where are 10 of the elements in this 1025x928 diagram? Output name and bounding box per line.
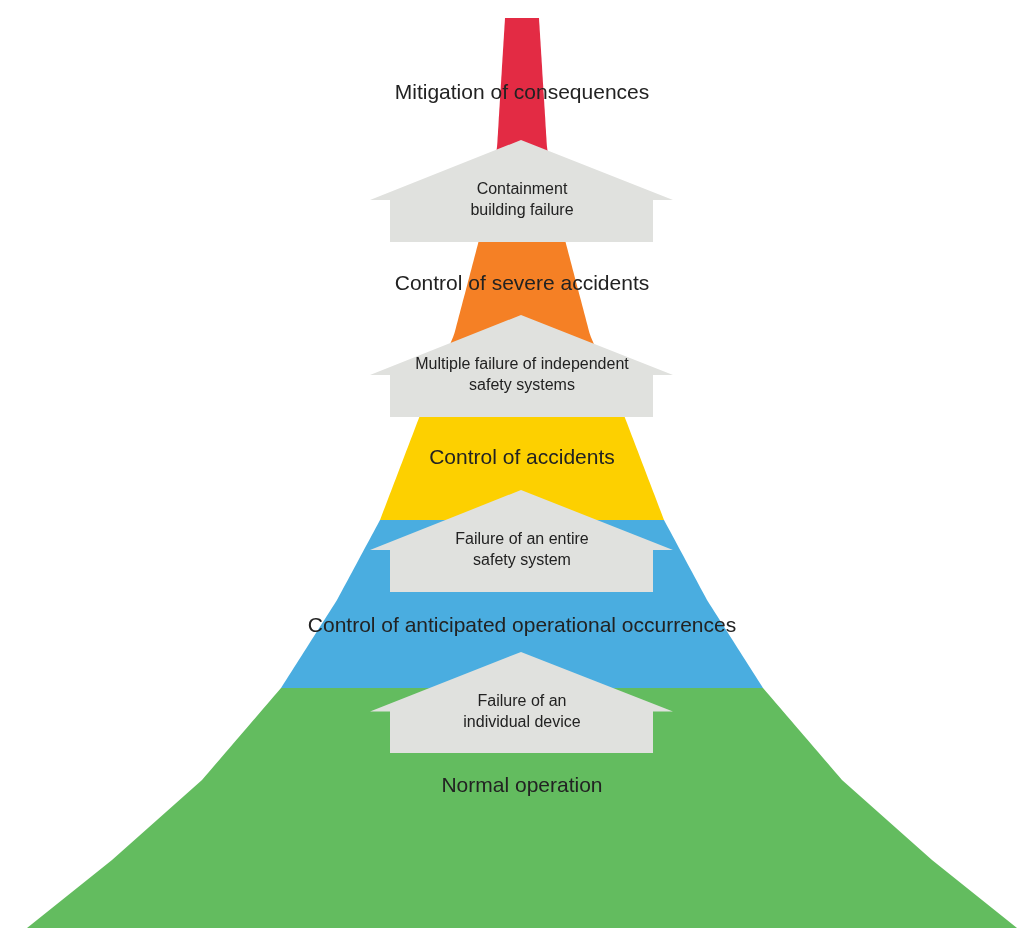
edge-label: Containment building failure: [469, 179, 575, 220]
edge-label: Failure of an individual device: [462, 690, 582, 732]
block-arrow: [370, 490, 673, 592]
edge-label: Failure of an entire safety system: [454, 529, 590, 570]
level-label: Control of accidents: [429, 445, 615, 469]
block-arrow: [370, 315, 673, 417]
edge-label: Multiple failure of independent safety systems: [414, 354, 630, 395]
block-arrow: [370, 652, 673, 753]
block-arrow: [370, 140, 673, 242]
level-label: Normal operation: [441, 773, 603, 797]
